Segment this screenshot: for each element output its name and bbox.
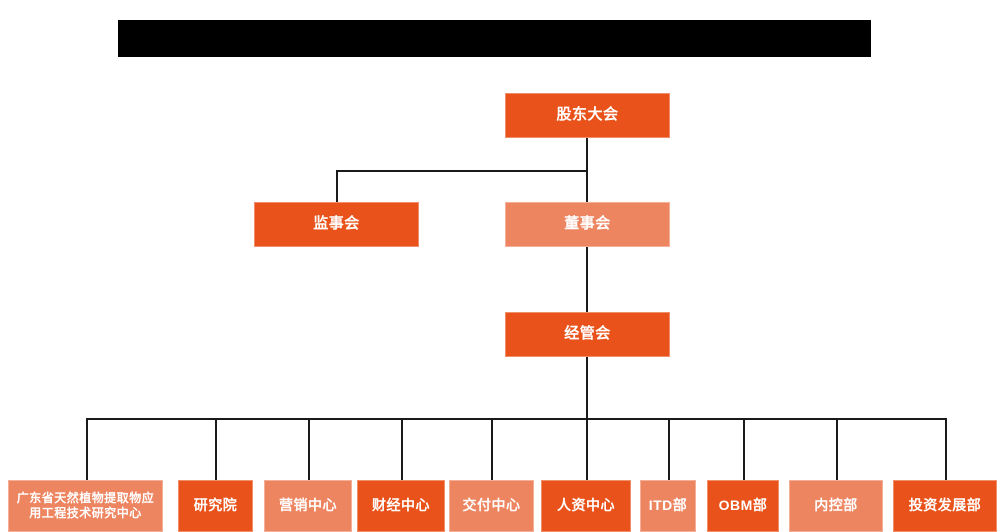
- org-node-shareholders[interactable]: 股东大会: [505, 93, 670, 138]
- org-node-supervisors[interactable]: 监事会: [254, 202, 419, 247]
- org-node-finance-center-label: 财经中心: [372, 497, 430, 514]
- org-node-research-institute-label: 研究院: [193, 497, 238, 514]
- connector-to-marketing-center: [308, 418, 310, 480]
- connector-to-supervisors: [336, 170, 338, 202]
- org-node-directors[interactable]: 董事会: [505, 202, 670, 247]
- connector-to-research-institute: [215, 418, 217, 480]
- org-node-finance-center[interactable]: 财经中心: [357, 480, 445, 532]
- org-node-itd-dept[interactable]: ITD部: [640, 480, 696, 532]
- org-node-management-label: 经管会: [564, 325, 611, 343]
- connector-management-down: [586, 357, 588, 419]
- org-node-gd-research-center-label: 广东省天然植物提取物应 用工程技术研究中心: [16, 491, 155, 520]
- connector-to-gd-research-center: [86, 418, 88, 480]
- connector-to-finance-center: [401, 418, 403, 480]
- connector-to-investment-dev-dept: [945, 418, 947, 480]
- connector-to-obm-dept: [743, 418, 745, 480]
- connector-to-itd-dept: [668, 418, 670, 480]
- connector-directors-to-management: [586, 247, 588, 312]
- org-node-gd-research-center[interactable]: 广东省天然植物提取物应 用工程技术研究中心: [8, 480, 163, 532]
- connector-level2-bus: [336, 170, 587, 172]
- org-node-delivery-center-label: 交付中心: [462, 497, 521, 514]
- connector-to-internal-control-dept: [836, 418, 838, 480]
- org-node-internal-control-dept-label: 内控部: [814, 497, 858, 514]
- org-node-investment-dev-dept-label: 投资发展部: [908, 497, 982, 514]
- org-node-obm-dept-label: OBM部: [718, 497, 768, 514]
- org-node-hr-center-label: 人资中心: [557, 497, 615, 514]
- connector-to-directors: [586, 170, 588, 202]
- org-node-delivery-center[interactable]: 交付中心: [449, 480, 534, 532]
- org-node-marketing-center[interactable]: 营销中心: [264, 480, 352, 532]
- org-node-management[interactable]: 经管会: [505, 312, 670, 357]
- org-node-investment-dev-dept[interactable]: 投资发展部: [893, 480, 997, 532]
- connector-to-delivery-center: [491, 418, 493, 480]
- org-node-internal-control-dept[interactable]: 内控部: [789, 480, 883, 532]
- org-node-supervisors-label: 监事会: [313, 215, 360, 233]
- redacted-title-banner: [118, 20, 871, 57]
- org-node-directors-label: 董事会: [564, 215, 611, 233]
- org-node-hr-center[interactable]: 人资中心: [541, 480, 631, 532]
- connector-departments-bus: [86, 418, 946, 420]
- org-node-obm-dept[interactable]: OBM部: [707, 480, 779, 532]
- org-node-research-institute[interactable]: 研究院: [178, 480, 253, 532]
- org-node-shareholders-label: 股东大会: [556, 106, 619, 124]
- org-node-marketing-center-label: 营销中心: [279, 497, 337, 514]
- connector-shareholders-down: [586, 138, 588, 171]
- connector-to-hr-center: [586, 418, 588, 480]
- org-node-itd-dept-label: ITD部: [648, 497, 688, 514]
